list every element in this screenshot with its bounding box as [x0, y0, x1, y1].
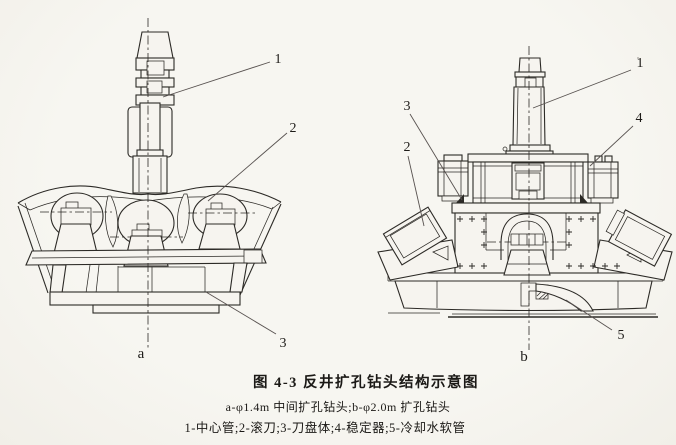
bolt-marks-right [566, 216, 620, 269]
center-pipe-b [502, 57, 554, 157]
diagram-b-label: b [520, 349, 528, 365]
scan-speck [637, 57, 639, 59]
roller-cutter-right-b [593, 209, 673, 281]
bolt-marks-left [457, 216, 487, 269]
callouts-a: 1 2 3 a [138, 52, 297, 362]
figure-caption-variants: a-φ1.4m 中间扩孔钻头;b-φ2.0m 扩孔钻头 [225, 400, 451, 414]
diagram-a-callout-3: 3 [280, 336, 287, 351]
diagram-b-callout-1: 1 [637, 56, 644, 71]
cooling-hose [520, 282, 594, 312]
diagram-b-callout-2: 2 [404, 140, 411, 155]
stabilizer-left [437, 154, 469, 202]
stabilizer-right [587, 155, 619, 204]
weld-mark-left [456, 194, 464, 203]
center-pipe [127, 31, 175, 194]
diagram-b-callout-4: 4 [636, 111, 643, 126]
figure-title: 图 4-3 反井扩孔钻头结构示意图 [252, 375, 480, 391]
figure-caption-legend: 1-中心管;2-滚刀;3-刀盘体;4-稳定器;5-冷却水软管 [184, 421, 466, 435]
diagram-b: 1 2 3 4 5 b [377, 46, 673, 365]
arch-pedestal [503, 249, 551, 276]
cutter-disc-body [17, 202, 282, 314]
weld-mark-right [580, 194, 588, 203]
diagram-b-callout-5: 5 [618, 328, 625, 343]
callouts-b: 1 2 3 4 5 b [404, 56, 644, 365]
diagram-b-callout-3: 3 [404, 99, 411, 114]
gearbox [467, 153, 589, 204]
diagram-a: 1 2 3 a [17, 18, 297, 362]
diagram-a-label: a [138, 346, 145, 362]
roller-cutter-left-b [377, 206, 459, 281]
diagram-a-callout-2: 2 [290, 121, 297, 136]
diagram-a-callout-1: 1 [275, 52, 282, 67]
disc-body-b [451, 202, 601, 274]
baseline [388, 312, 658, 318]
